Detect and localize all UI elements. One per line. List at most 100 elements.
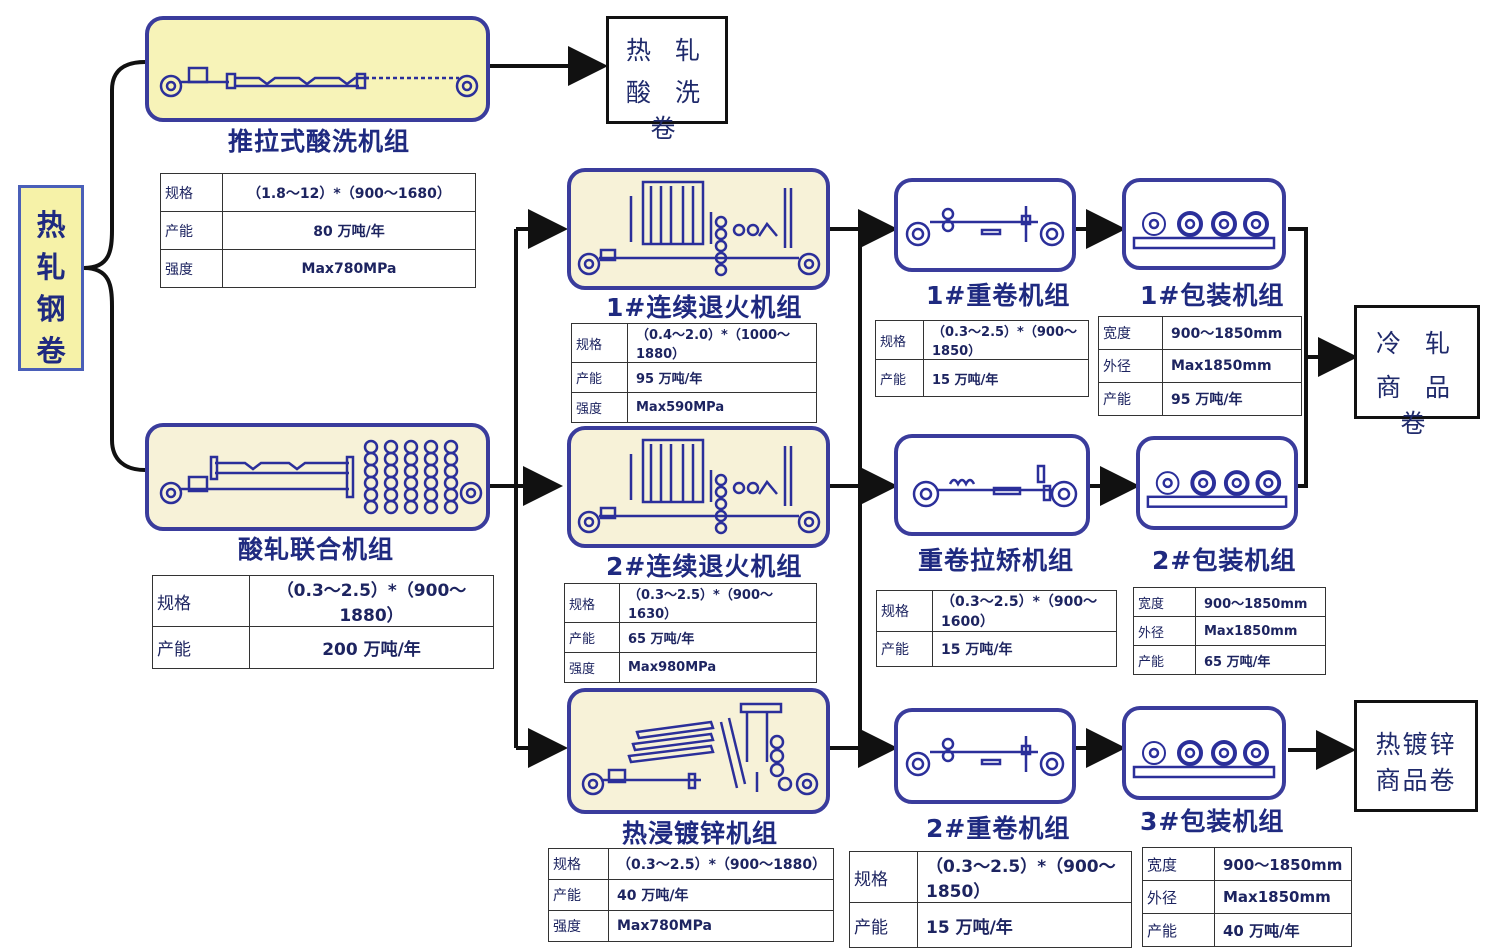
spec-key: 规格 bbox=[548, 848, 609, 880]
spec-key: 产能 bbox=[1098, 382, 1163, 416]
cold-rolled-commercial-coil-product: 冷 轧 商 品 卷 bbox=[1354, 305, 1480, 438]
spec-key: 产能 bbox=[564, 622, 620, 653]
spec-value: 40 万吨/年 bbox=[1214, 913, 1352, 947]
spec-value: 80 万吨/年 bbox=[222, 211, 476, 250]
spec-value: （0.3～2.5）*（900～1880） bbox=[249, 575, 494, 627]
source-char-2: 轧 bbox=[36, 250, 66, 284]
product-line-1: 热 轧 bbox=[626, 36, 708, 65]
spec-key: 产能 bbox=[875, 359, 924, 397]
spec-value: （0.3～2.5）*（900～1850） bbox=[917, 851, 1132, 903]
spec-key: 产能 bbox=[152, 626, 250, 669]
spec-value: 900～1850mm bbox=[1162, 316, 1302, 350]
galvanized-commercial-coil-product: 热镀锌 商品卷 bbox=[1354, 700, 1478, 812]
continuous-annealing-line-1 bbox=[567, 168, 830, 290]
spec-value: （1.8～12）*（900～1680） bbox=[222, 173, 476, 212]
spec-value: 65 万吨/年 bbox=[1195, 645, 1326, 675]
spec-key: 强度 bbox=[160, 249, 223, 288]
spec-row: 规格（0.3～2.5）*（900～1850） bbox=[849, 851, 1132, 903]
packing-2-label: 2#包装机组 bbox=[1152, 546, 1297, 575]
spec-value: Max780MPa bbox=[608, 910, 834, 942]
spec-key: 产能 bbox=[571, 362, 628, 393]
hot-rolled-pickled-coil-product: 热 轧 酸 洗 卷 bbox=[606, 16, 728, 143]
spec-row: 规格（0.3～2.5）*（900～1880） bbox=[548, 848, 834, 880]
spec-value: 200 万吨/年 bbox=[249, 626, 494, 669]
spec-value: 15 万吨/年 bbox=[923, 359, 1089, 397]
spec-value: （0.3～2.5）*（900～1600） bbox=[932, 590, 1117, 632]
spec-key: 产能 bbox=[548, 879, 609, 911]
spec-key: 宽度 bbox=[1142, 847, 1215, 881]
spec-key: 产能 bbox=[160, 211, 223, 250]
recoiling-2-label: 2#重卷机组 bbox=[926, 814, 1071, 843]
spec-value: 15 万吨/年 bbox=[917, 902, 1132, 948]
spec-key: 规格 bbox=[571, 323, 628, 363]
packing-3-label: 3#包装机组 bbox=[1140, 807, 1285, 836]
hot-dip-galvanizing-line bbox=[567, 688, 830, 814]
packing-1-label: 1#包装机组 bbox=[1140, 281, 1285, 310]
spec-value: 95 万吨/年 bbox=[1162, 382, 1302, 416]
annealing-2-label: 2#连续退火机组 bbox=[606, 552, 803, 581]
spec-key: 规格 bbox=[875, 320, 924, 360]
recoiling-1-schematic bbox=[905, 206, 1065, 247]
spec-key: 规格 bbox=[876, 590, 933, 632]
annealing-2-schematic bbox=[577, 438, 821, 535]
packing-2-schematic bbox=[1146, 470, 1288, 508]
galvanizing-label: 热浸镀锌机组 bbox=[622, 819, 779, 848]
pickling-rolling-schematic bbox=[159, 439, 483, 515]
product-line-2: 商品卷 bbox=[1375, 766, 1457, 795]
recoiling-line-1 bbox=[894, 178, 1076, 272]
product-line-1: 热镀锌 bbox=[1375, 730, 1457, 759]
annealing-1-label: 1#连续退火机组 bbox=[606, 293, 803, 322]
spec-key: 产能 bbox=[876, 631, 933, 667]
spec-row: 规格（0.3～2.5）*（900～1880） bbox=[152, 575, 494, 627]
spec-value: 900～1850mm bbox=[1214, 847, 1352, 881]
spec-value: 95 万吨/年 bbox=[627, 362, 817, 393]
annealing-1-schematic bbox=[577, 180, 821, 277]
spec-value: （0.3～2.5）*（900～1630） bbox=[619, 583, 817, 623]
spec-value: （0.3～2.5）*（900～1880） bbox=[608, 848, 834, 880]
recoiling-leveling-label: 重卷拉矫机组 bbox=[918, 546, 1075, 575]
product-line-1: 冷 轧 bbox=[1376, 329, 1458, 358]
hot-rolled-coil-source: 热 轧 钢 卷 bbox=[18, 185, 84, 371]
spec-value: Max980MPa bbox=[619, 652, 817, 683]
push-pull-pickling-label: 推拉式酸洗机组 bbox=[228, 127, 411, 156]
recoiling-1-label: 1#重卷机组 bbox=[926, 281, 1071, 310]
spec-value: Max1850mm bbox=[1195, 616, 1326, 646]
packing-line-2 bbox=[1136, 436, 1298, 530]
spec-row: 规格（1.8～12）*（900～1680） bbox=[160, 173, 476, 212]
spec-value: （0.4～2.0）*（1000～1880） bbox=[627, 323, 817, 363]
spec-value: 65 万吨/年 bbox=[619, 622, 817, 653]
spec-value: Max590MPa bbox=[627, 392, 817, 423]
spec-key: 产能 bbox=[1133, 645, 1196, 675]
spec-key: 规格 bbox=[160, 173, 223, 212]
spec-value: 40 万吨/年 bbox=[608, 879, 834, 911]
galvanizing-schematic bbox=[581, 702, 819, 796]
product-line-2: 酸 洗 卷 bbox=[626, 78, 708, 143]
packing-line-1 bbox=[1122, 178, 1286, 270]
spec-key: 规格 bbox=[849, 851, 918, 903]
spec-key: 外径 bbox=[1133, 616, 1196, 646]
spec-row: 规格（0.3～2.5）*（900～1630） bbox=[564, 583, 817, 623]
continuous-annealing-line-2 bbox=[567, 426, 830, 548]
